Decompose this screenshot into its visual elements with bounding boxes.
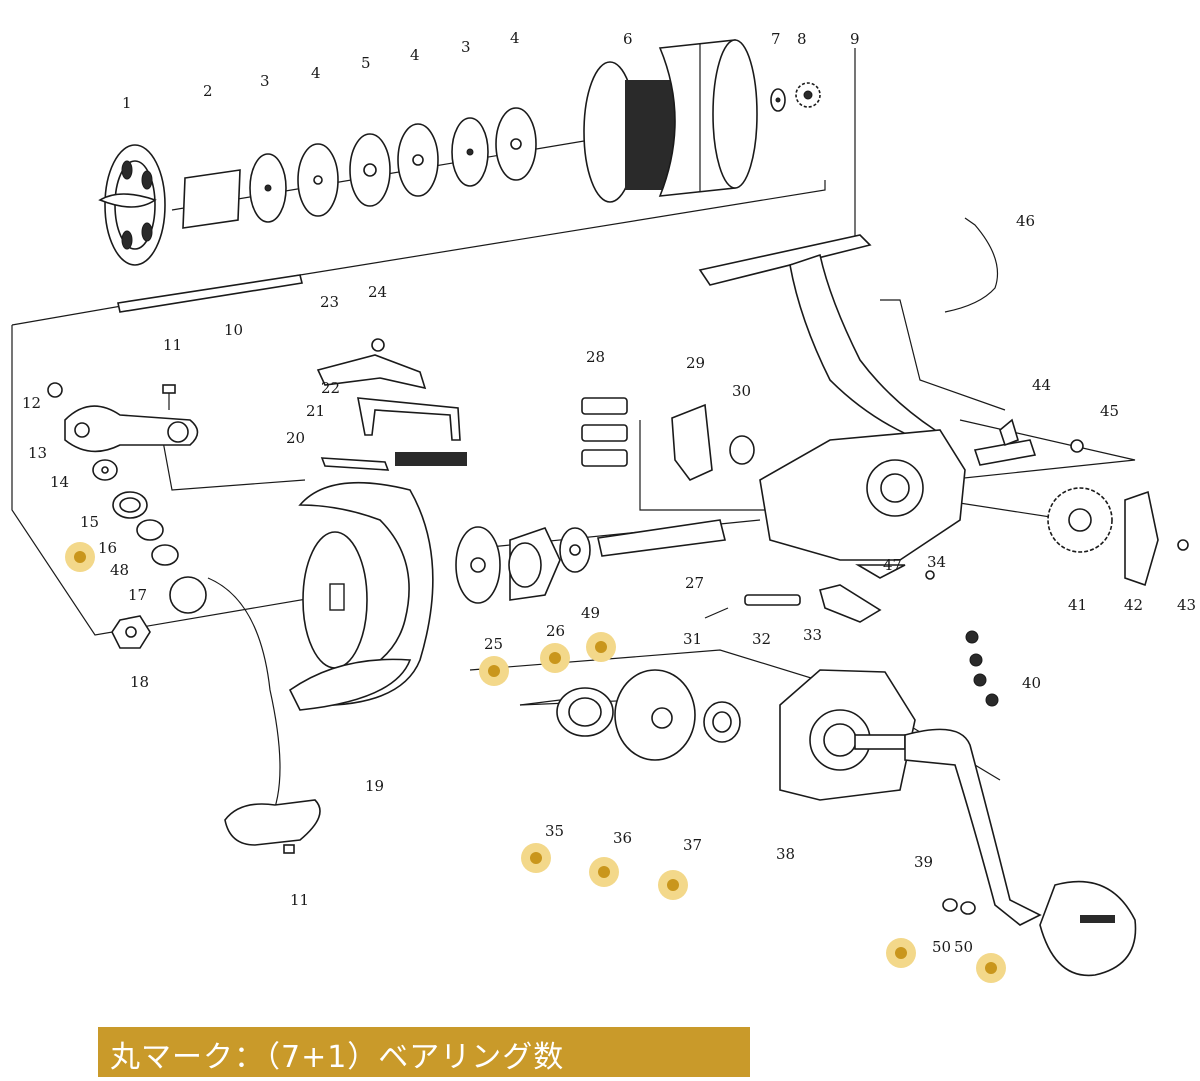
part-number: 50: [954, 938, 973, 956]
part-number: 27: [685, 574, 704, 592]
part-number: 48: [110, 561, 129, 579]
part-number: 40: [1022, 674, 1041, 692]
bearing-marker: [658, 870, 688, 900]
part-number: 9: [850, 30, 860, 48]
part-number: 2: [203, 82, 213, 100]
part-number: 44: [1032, 376, 1051, 394]
part-number: 42: [1124, 596, 1143, 614]
part-number: 1: [122, 94, 132, 112]
part-number: 10: [224, 321, 243, 339]
part-number: 31: [683, 630, 702, 648]
part-number: 41: [1068, 596, 1087, 614]
bearing-marker: [540, 643, 570, 673]
part-number: 3: [461, 38, 471, 56]
part-number: 35: [545, 822, 564, 840]
part-number: 13: [28, 444, 47, 462]
part-number: 36: [613, 829, 632, 847]
part-number: 46: [1016, 212, 1035, 230]
part-number: 18: [130, 673, 149, 691]
part-number: 45: [1100, 402, 1119, 420]
part-number: 22: [321, 379, 340, 397]
part-number: 21: [306, 402, 325, 420]
part-number: 33: [803, 626, 822, 644]
part-number: 12: [22, 394, 41, 412]
part-number: 39: [914, 853, 933, 871]
bearing-markers: [65, 542, 1006, 983]
part-number: 4: [410, 46, 420, 64]
bearing-marker: [479, 656, 509, 686]
bearing-marker: [589, 857, 619, 887]
part-number: 38: [776, 845, 795, 863]
part-number: 26: [546, 622, 565, 640]
part-number: 37: [683, 836, 702, 854]
leader-lines: [11, 48, 1136, 781]
part-number: 50: [932, 938, 951, 956]
part-number: 16: [98, 539, 117, 557]
part-number: 32: [752, 630, 771, 648]
part-number: 43: [1177, 596, 1196, 614]
side-cover-and-handle: [556, 630, 1137, 977]
bearing-legend-banner: 丸マーク：（7+1）ベアリング数: [98, 1027, 750, 1077]
part-number: 30: [732, 382, 751, 400]
spool-assembly: [98, 39, 821, 266]
bearing-marker: [886, 938, 916, 968]
rotor-assembly: [47, 338, 467, 854]
part-number: 17: [128, 586, 147, 604]
part-number: 4: [311, 64, 321, 82]
bearing-legend-text: 丸マーク：（7+1）ベアリング数: [110, 1040, 565, 1075]
part-number: 23: [320, 293, 339, 311]
part-number: 6: [623, 30, 633, 48]
bearing-marker: [521, 843, 551, 873]
part-number: 11: [163, 336, 182, 354]
part-number: 28: [586, 348, 605, 366]
main-shaft: [117, 274, 303, 313]
part-number: 4: [510, 29, 520, 47]
part-number: 11: [290, 891, 309, 909]
part-number: 25: [484, 635, 503, 653]
gear-train-parts: [455, 397, 935, 623]
part-number-labels: 1 2 3 4 5 4 3 4 6 7 8 9 10 11 12 13 14 1…: [22, 29, 1196, 956]
bearing-marker: [586, 632, 616, 662]
part-number: 7: [771, 30, 781, 48]
bearing-marker: [976, 953, 1006, 983]
part-number: 8: [797, 30, 807, 48]
part-number: 34: [927, 553, 946, 571]
bearing-marker: [65, 542, 95, 572]
part-number: 20: [286, 429, 305, 447]
part-number: 14: [50, 473, 69, 491]
reel-body: [698, 217, 1189, 587]
part-number: 5: [361, 54, 371, 72]
part-number: 24: [368, 283, 387, 301]
part-number: 47: [883, 556, 902, 574]
part-number: 29: [686, 354, 705, 372]
part-number: 49: [581, 604, 600, 622]
part-number: 15: [80, 513, 99, 531]
part-number: 3: [260, 72, 270, 90]
part-number: 19: [365, 777, 384, 795]
